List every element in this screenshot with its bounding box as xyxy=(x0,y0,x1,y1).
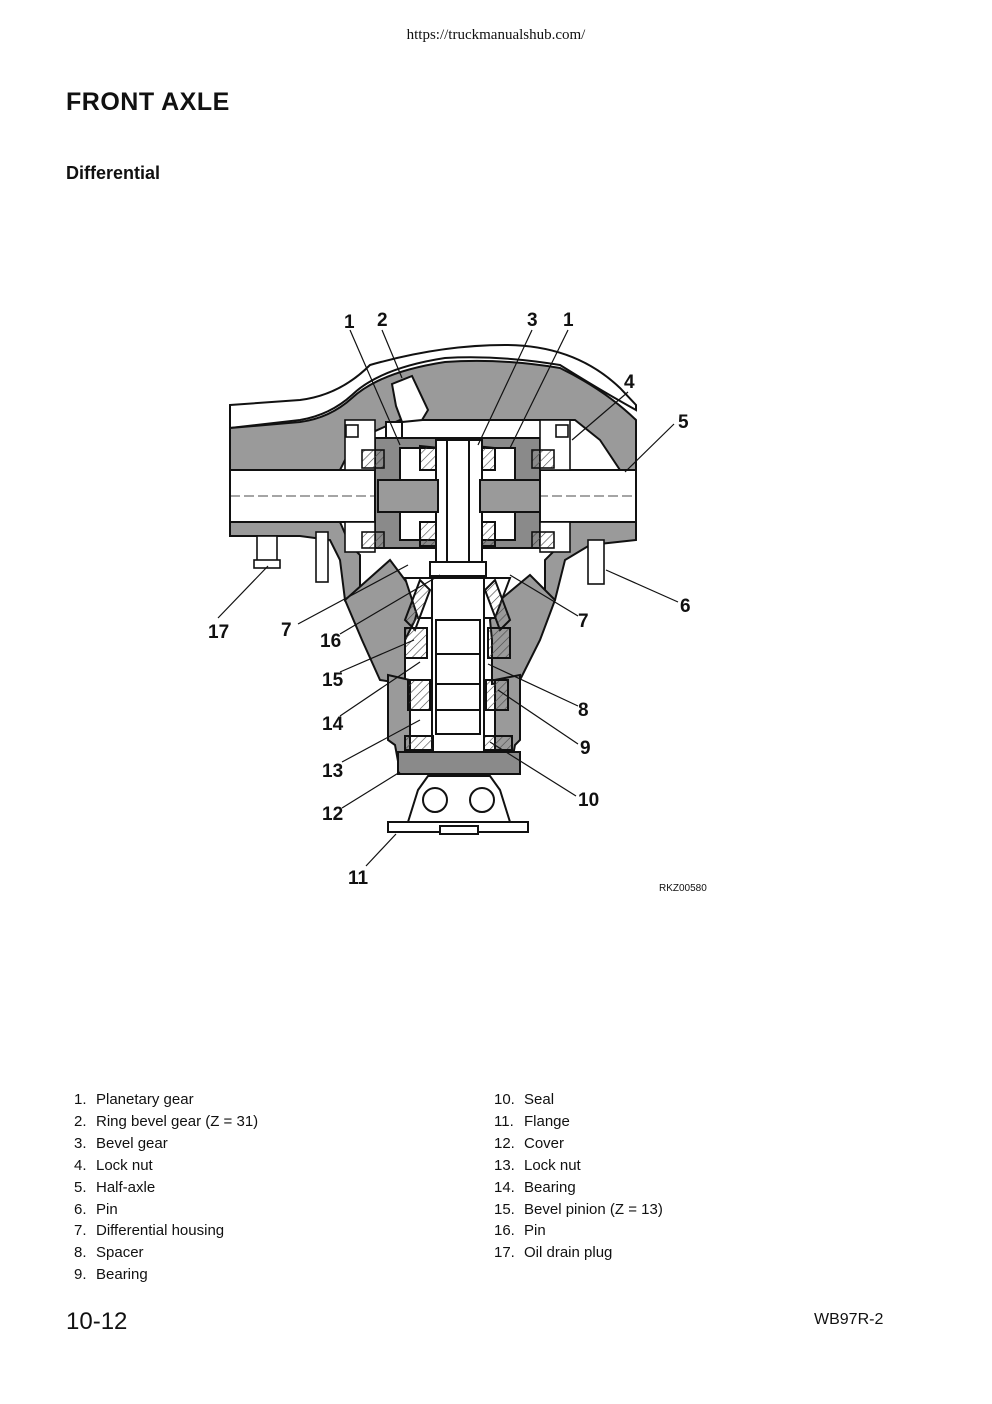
legend-item: 2.Ring bevel gear (Z = 31) xyxy=(74,1112,259,1130)
legend-item: 7.Differential housing xyxy=(74,1222,225,1240)
callout-5: 5 xyxy=(678,412,689,433)
callouts: 1 2 3 1 4 5 6 7 7 8 9 10 11 12 13 14 15 … xyxy=(208,310,707,894)
callout-12: 12 xyxy=(322,804,343,825)
legend-right: 10.Seal 11.Flange 12.Cover 13.Lock nut 1… xyxy=(494,1089,663,1264)
plugs-and-pins xyxy=(253,424,605,585)
callout-9: 9 xyxy=(580,738,591,759)
page-title: FRONT AXLE xyxy=(66,88,230,116)
page-number: 10-12 xyxy=(66,1308,128,1335)
legend-item: 9.Bearing xyxy=(74,1266,148,1284)
callout-7: 7 xyxy=(281,620,292,641)
differential-core xyxy=(374,437,541,577)
section-title: Differential xyxy=(66,163,161,183)
legend-item: 5.Half-axle xyxy=(74,1178,156,1196)
legend-item: 8.Spacer xyxy=(74,1244,144,1262)
callout-16: 16 xyxy=(320,631,341,652)
callout-15: 15 xyxy=(322,670,344,691)
source-url[interactable]: https://truckmanualshub.com/ xyxy=(406,27,586,43)
callout-1: 1 xyxy=(344,312,355,333)
callout-14: 14 xyxy=(322,714,344,735)
pinion-flange xyxy=(387,751,529,835)
legend-item: 11.Flange xyxy=(494,1112,570,1130)
legend-item: 10.Seal xyxy=(494,1091,555,1108)
pinion-shaft xyxy=(404,577,513,777)
legend-item: 1.Planetary gear xyxy=(74,1091,194,1108)
callout-10: 10 xyxy=(578,790,599,811)
legend-item: 17.Oil drain plug xyxy=(494,1244,613,1262)
legend-item: 14.Bearing xyxy=(494,1178,576,1196)
model-code: WB97R-2 xyxy=(814,1311,884,1328)
callout-6: 6 xyxy=(680,596,691,617)
callout-2: 2 xyxy=(377,310,388,331)
legend-item: 4.Lock nut xyxy=(74,1156,153,1174)
callout-13: 13 xyxy=(322,761,343,782)
callout-11: 11 xyxy=(348,868,369,889)
callout-1: 1 xyxy=(563,310,574,331)
legend-item: 3.Bevel gear xyxy=(74,1134,168,1152)
legend-item: 12.Cover xyxy=(494,1134,565,1152)
callout-4: 4 xyxy=(624,372,635,393)
legend-item: 15.Bevel pinion (Z = 13) xyxy=(494,1200,663,1218)
legend-item: 6.Pin xyxy=(74,1200,118,1218)
callout-17: 17 xyxy=(208,622,229,643)
callout-3: 3 xyxy=(527,310,538,331)
callout-8: 8 xyxy=(578,700,589,721)
legend-item: 16.Pin xyxy=(494,1222,546,1240)
legend-left: 1.Planetary gear 2.Ring bevel gear (Z = … xyxy=(74,1089,258,1286)
figure-code: RKZ00580 xyxy=(659,883,707,894)
legend-item: 13.Lock nut xyxy=(494,1156,581,1174)
leader-lines xyxy=(217,329,679,867)
callout-7: 7 xyxy=(578,611,589,632)
